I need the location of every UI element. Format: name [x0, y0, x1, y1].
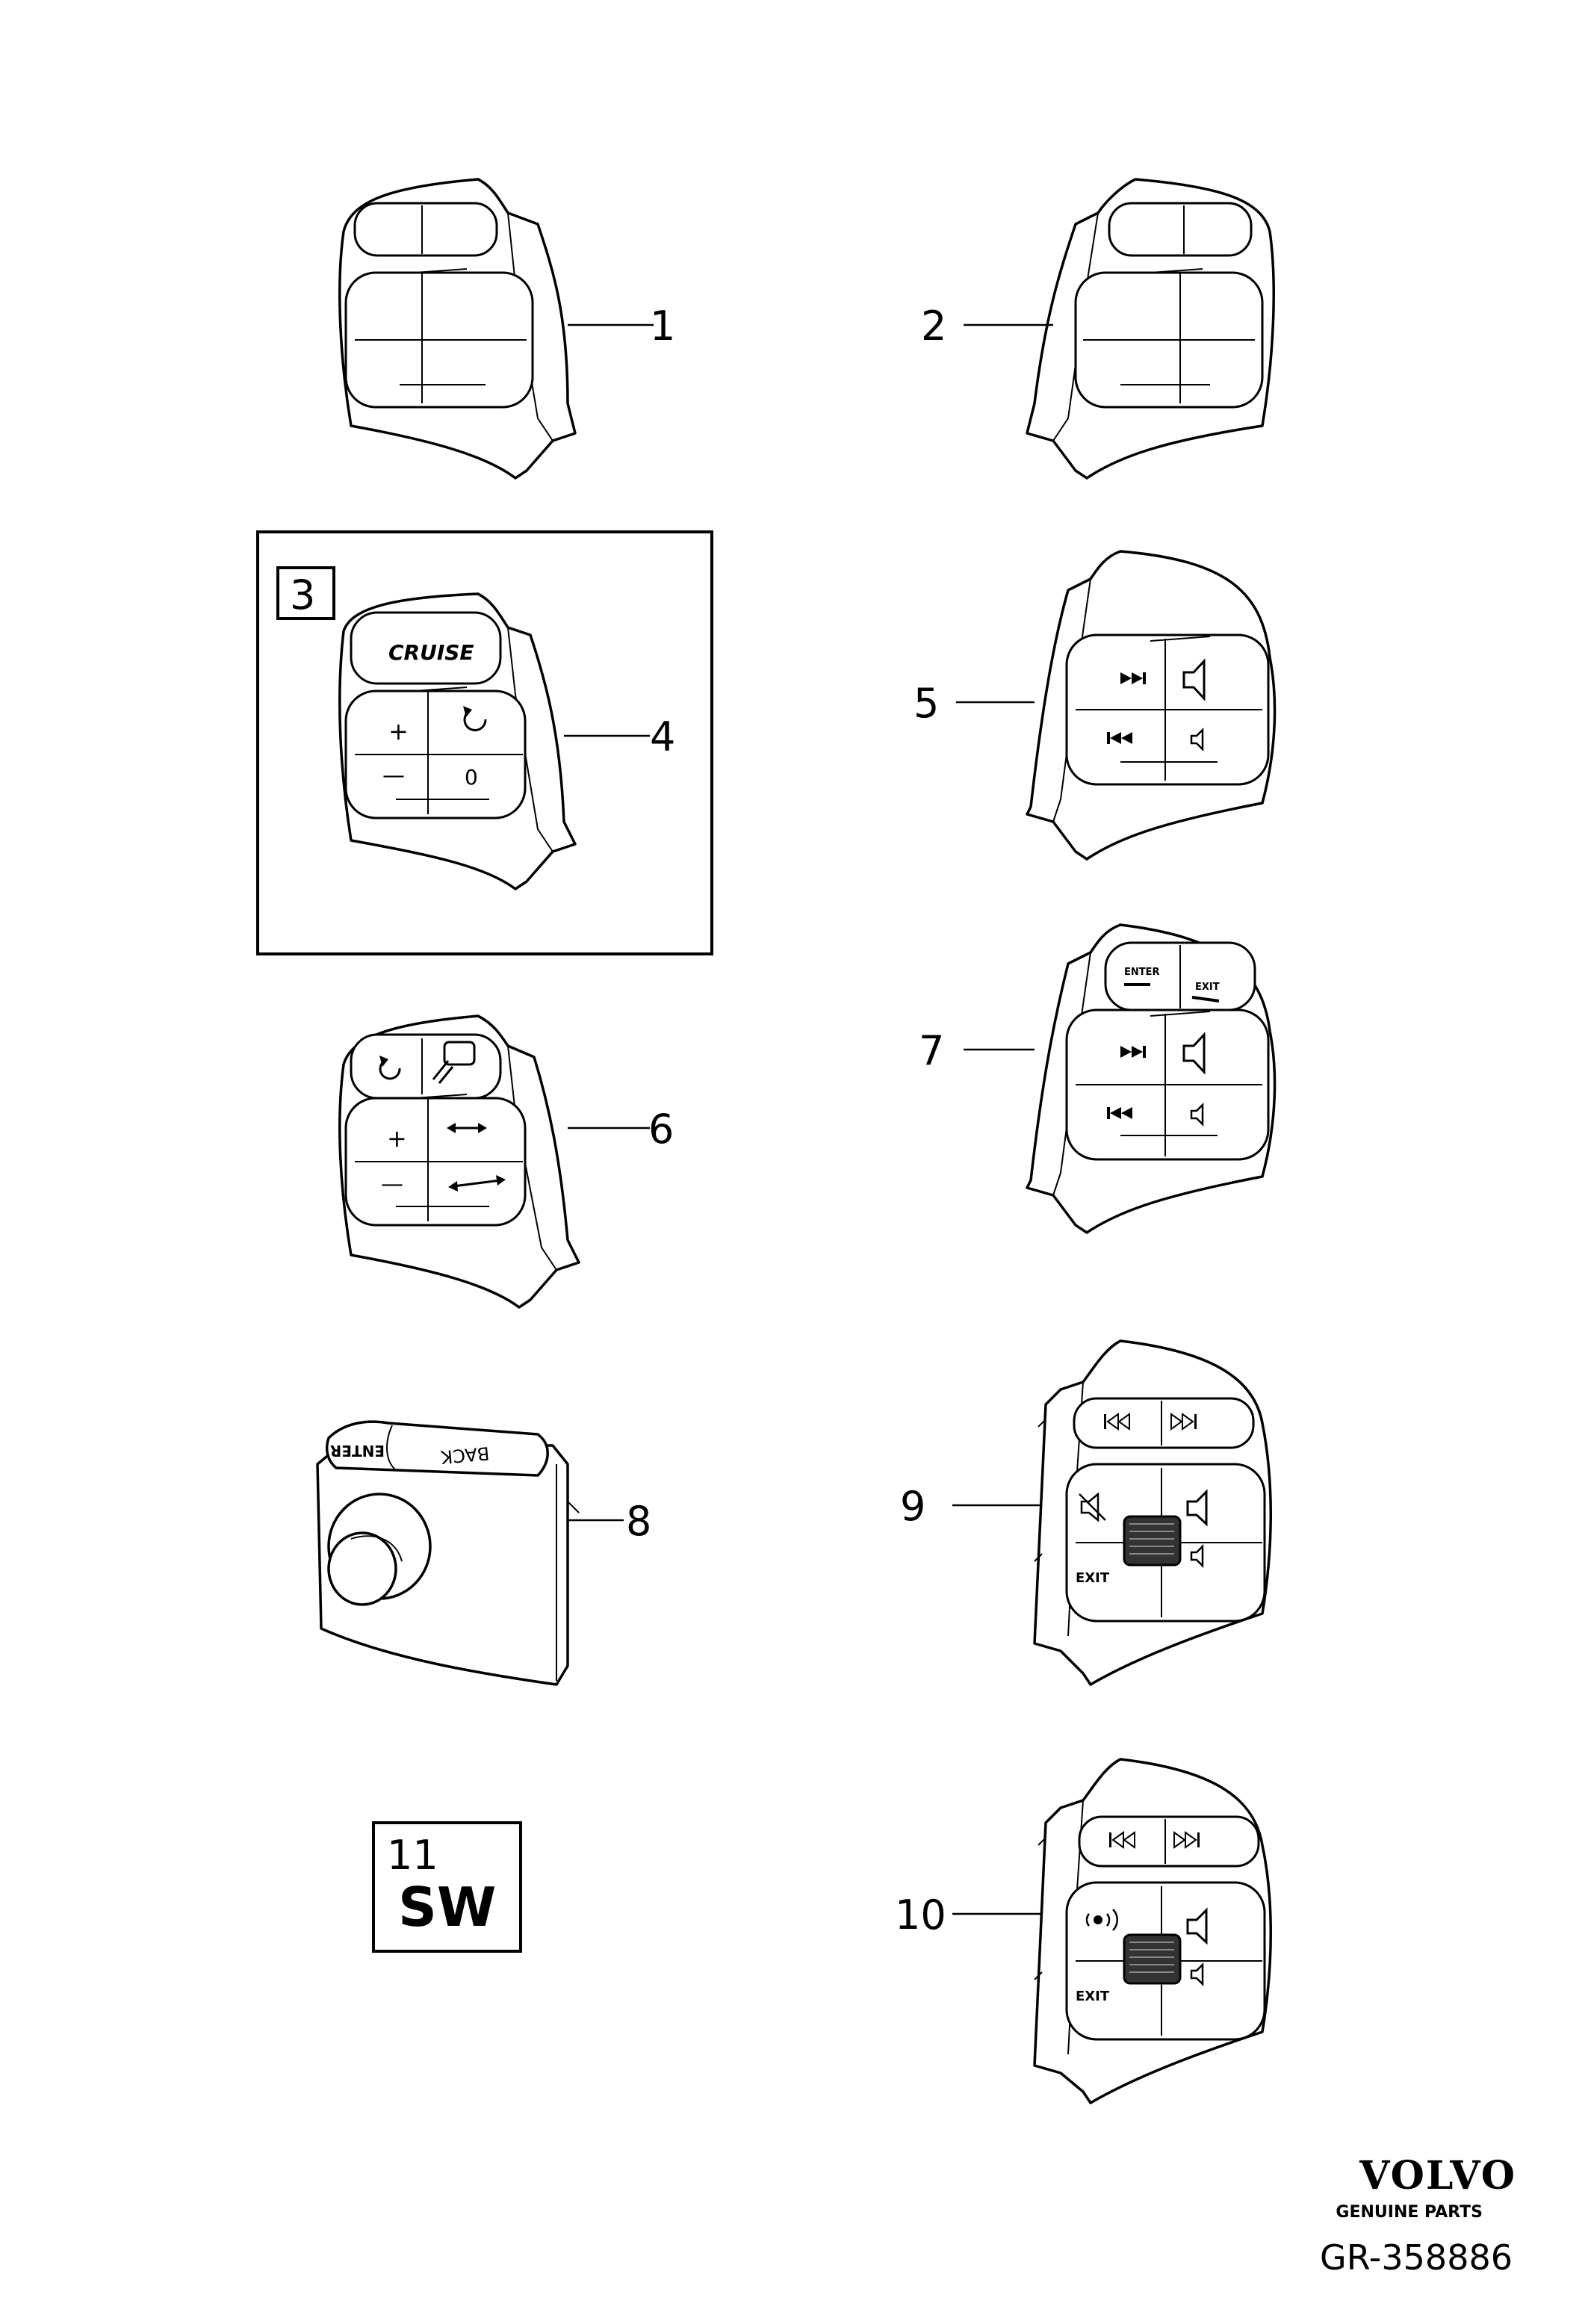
volume-down-icon-10	[1190, 1962, 1204, 1987]
knob-back-label: BACK	[439, 1443, 490, 1468]
knob-cap	[327, 1531, 397, 1606]
exit-caps-label-10: EXIT	[1076, 1989, 1110, 2004]
part-8-rotary-knob-module: ENTER BACK	[316, 1420, 580, 1686]
cruise-zero-label: 0	[465, 765, 478, 790]
resume-icon	[463, 706, 487, 731]
callout-2: 2	[921, 303, 946, 350]
callout-7: 7	[919, 1027, 944, 1074]
genuine-parts-label: GENUINE PARTS	[1336, 2203, 1483, 2222]
callout-1: 1	[650, 303, 675, 350]
resume-icon-6	[379, 1056, 401, 1080]
prev-track-icon-7	[1107, 1107, 1132, 1119]
distance-long-icon	[448, 1175, 506, 1192]
cruise-plus-label: +	[388, 717, 409, 746]
exit-label: EXIT	[1195, 982, 1220, 993]
volume-down-icon-9	[1190, 1543, 1204, 1569]
callout-8: 8	[626, 1498, 651, 1545]
cruise-label: CRUISE	[388, 640, 474, 665]
callout-11: 11	[387, 1832, 438, 1879]
software-box	[372, 1821, 522, 1953]
part-5-audio-switch	[1026, 550, 1277, 861]
knob-enter-label: ENTER	[330, 1442, 385, 1460]
kit-box-3	[256, 530, 713, 955]
software-label: SW	[398, 1876, 496, 1939]
thumbwheel-10	[1123, 1933, 1182, 1985]
drawing-number: GR-358886	[1320, 2237, 1513, 2278]
callout-4: 4	[650, 713, 675, 760]
callout-5: 5	[914, 680, 939, 727]
seek-forward-icon-10	[1173, 1831, 1200, 1849]
callout-6: 6	[648, 1106, 674, 1153]
mute-icon	[1079, 1492, 1106, 1522]
next-track-icon-7	[1120, 1046, 1146, 1058]
seek-back-icon	[1104, 1413, 1130, 1431]
acc-minus-label: —	[381, 1171, 403, 1197]
voice-command-icon	[1085, 1909, 1118, 1931]
part-2-blank-switch	[1026, 178, 1275, 480]
distance-alert-icon	[432, 1041, 476, 1084]
volvo-logo: VOLVO	[1359, 2153, 1516, 2198]
callout-9: 9	[900, 1483, 925, 1530]
volume-down-icon-7	[1190, 1102, 1204, 1127]
part-4-cruise-switch: CRUISE + — 0	[338, 592, 577, 890]
callout-3: 3	[290, 571, 315, 619]
enter-label: ENTER	[1124, 967, 1160, 978]
kit-number-box	[276, 566, 335, 620]
callout-10: 10	[895, 1891, 946, 1939]
cruise-minus-label: —	[382, 763, 405, 789]
distance-short-icon	[447, 1123, 487, 1133]
volume-down-icon	[1190, 727, 1204, 752]
next-track-icon	[1120, 672, 1146, 684]
volume-up-icon-7	[1182, 1032, 1206, 1075]
thumbwheel	[1123, 1515, 1182, 1567]
part-1-blank-switch	[338, 178, 577, 480]
volume-up-icon-9	[1186, 1489, 1208, 1527]
volume-up-icon-10	[1186, 1907, 1208, 1945]
exit-caps-label-9: EXIT	[1076, 1570, 1110, 1586]
part-7-phone-audio-switch: ENTER EXIT	[1026, 923, 1277, 1234]
prev-track-icon	[1107, 732, 1132, 744]
seek-back-icon-10	[1109, 1831, 1135, 1849]
part-10-multifunction-switch: EXIT	[1033, 1758, 1272, 2104]
part-9-multifunction-switch: EXIT	[1033, 1339, 1272, 1686]
acc-plus-label: +	[387, 1124, 407, 1153]
volume-up-icon	[1182, 658, 1206, 701]
part-6-acc-switch: + —	[338, 1014, 580, 1309]
seek-forward-icon	[1170, 1413, 1197, 1431]
exit-phone-icon	[1191, 996, 1220, 1003]
